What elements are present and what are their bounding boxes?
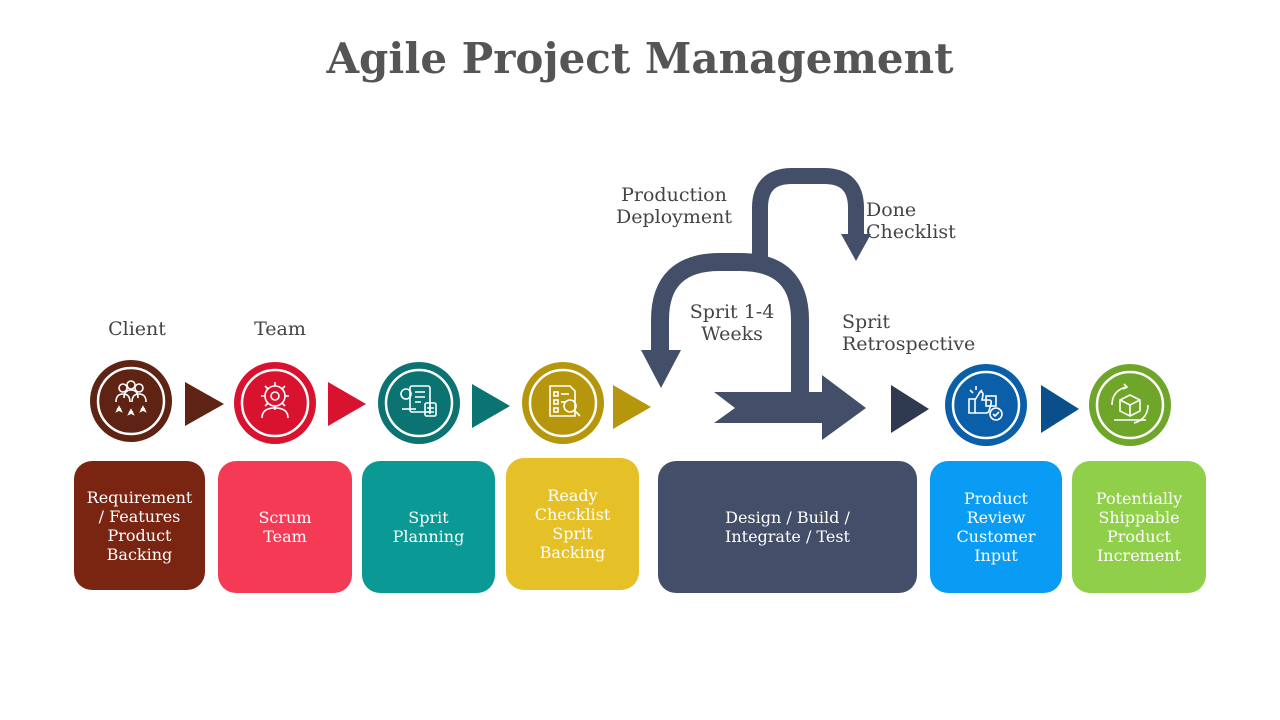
chevron-arrow-icon: [613, 385, 651, 429]
done-checklist-label: Done Checklist: [866, 199, 956, 243]
page-title: Agile Project Management: [326, 34, 954, 83]
shippable-increment-box: Potentially Shippable Product Increment: [1072, 461, 1206, 593]
product-review-box: Product Review Customer Input: [930, 461, 1062, 593]
chevron-arrow-icon: [1041, 385, 1079, 433]
production-deployment-label: Production Deployment: [615, 184, 733, 228]
product-review-icon: [945, 364, 1027, 446]
sprint-weeks-label: Sprit 1-4 Weeks: [689, 301, 775, 345]
scrum-team-box: Scrum Team: [218, 461, 352, 593]
production-deployment-loop-arrow: [641, 253, 809, 392]
shippable-box-icon: [1089, 364, 1171, 446]
sprint-planning-box: Sprit Planning: [362, 461, 495, 593]
team-people-icon: [90, 360, 172, 442]
requirement-features-box: Requirement / Features Product Backing: [74, 461, 205, 590]
sprint-retrospective-label: Sprit Retrospective: [842, 311, 976, 355]
gear-person-icon: [234, 362, 316, 444]
done-checklist-loop-arrow: [752, 168, 871, 261]
planning-document-icon: [378, 362, 460, 444]
chevron-arrow-icon: [328, 382, 366, 426]
chevron-arrow-icon: [891, 385, 929, 433]
chevron-arrow-icon: [472, 384, 510, 428]
chevron-arrow-icon: [185, 382, 224, 426]
team-label: Team: [254, 318, 306, 340]
design-build-box: Design / Build / Integrate / Test: [658, 461, 917, 593]
checklist-search-icon: [522, 362, 604, 444]
sprint-forward-arrow: [714, 375, 866, 440]
ready-checklist-box: Ready Checklist Sprit Backing: [506, 458, 639, 590]
client-label: Client: [108, 318, 166, 340]
